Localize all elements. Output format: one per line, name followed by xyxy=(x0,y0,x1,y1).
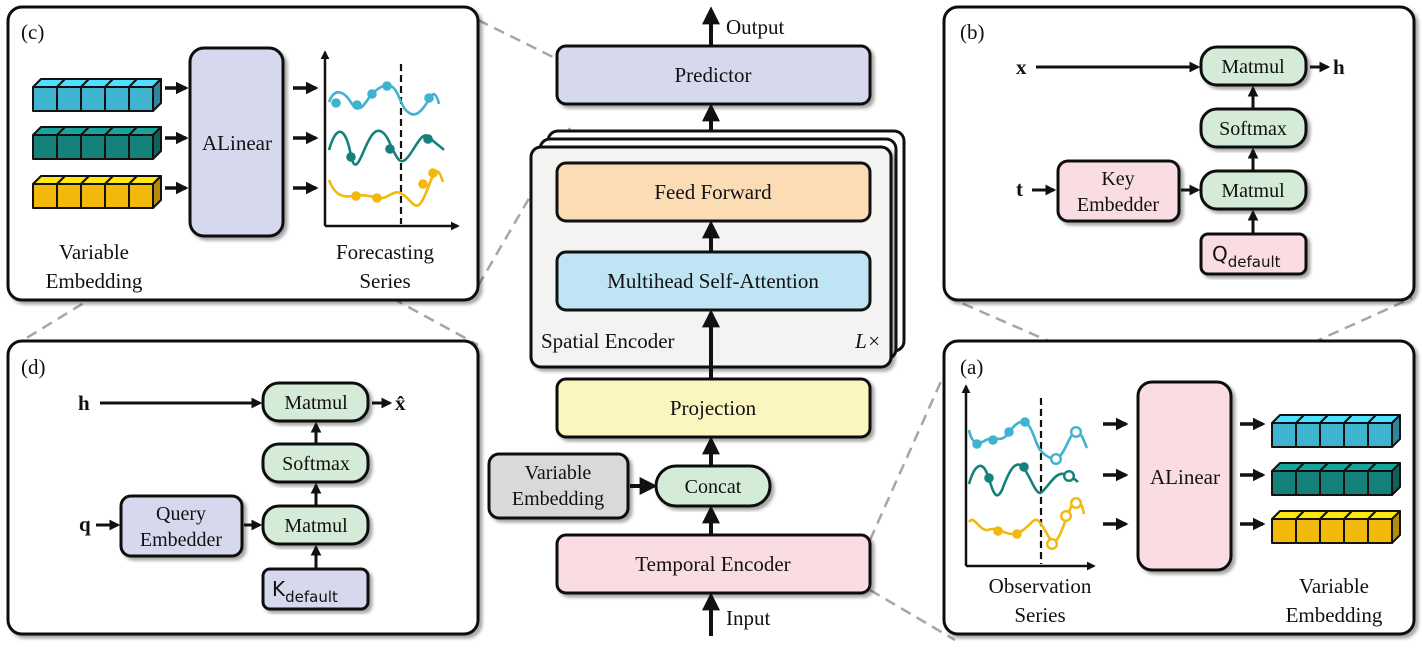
panel-b-matmul-top xyxy=(1199,45,1308,87)
k-default-label: Kdefault xyxy=(272,577,338,606)
variable-embedding-label-2: Embedding xyxy=(512,488,604,510)
alinear-a-box xyxy=(1136,380,1233,572)
panel-c: (c) ALinear Variable Embedding Forecasti… xyxy=(6,5,480,302)
panel-b-frame xyxy=(942,5,1416,302)
panel-b-label: (b) xyxy=(960,20,985,44)
panel-b-matmul-bottom-label: Matmul xyxy=(1221,180,1285,202)
k-default-subscript: default xyxy=(285,588,338,606)
attention-label: Multihead Self-Attention xyxy=(607,269,819,293)
feed-forward-label: Feed Forward xyxy=(654,180,772,204)
key-embedder-label-2: Embedder xyxy=(1077,194,1160,216)
panel-b-x-label: x xyxy=(1016,55,1027,79)
panel-a-label: (a) xyxy=(960,355,983,379)
query-embedder-label-1: Query xyxy=(156,503,206,525)
alinear-a-label: ALinear xyxy=(1150,465,1220,489)
k-default-box xyxy=(261,567,370,611)
panel-a-observation-label-1: Observation xyxy=(989,574,1092,598)
alinear-c-box xyxy=(188,46,285,238)
panel-d-matmul-bottom-label: Matmul xyxy=(284,515,348,537)
layers-label: L× xyxy=(854,329,881,353)
predictor-label: Predictor xyxy=(675,63,752,87)
panel-a-observation-label-2: Series xyxy=(1014,603,1065,627)
panel-b-softmax xyxy=(1199,107,1308,149)
panel-d: (d) h Matmul x̂ Softmax Matmul q Query E… xyxy=(6,339,480,636)
variable-embedding-label-1: Variable xyxy=(525,462,592,484)
panel-a-embedding-label-2: Embedding xyxy=(1286,603,1383,627)
panel-b: (b) x Matmul h Softmax Matmul t Key Embe… xyxy=(942,5,1416,302)
panel-c-forecast-label-2: Series xyxy=(359,269,410,293)
output-embedding-gold xyxy=(1271,510,1401,544)
concat-label: Concat xyxy=(685,476,742,498)
panel-b-matmul-bottom xyxy=(1199,169,1308,211)
q-default-label: Qdefault xyxy=(1212,242,1281,271)
spatial-encoder-label: Spatial Encoder xyxy=(541,329,675,353)
panel-d-xhat-label: x̂ xyxy=(395,391,406,415)
panel-b-softmax-label: Softmax xyxy=(1219,118,1287,140)
panel-b-t-label: t xyxy=(1016,177,1023,201)
panel-a: (a) ALinear Observation Series Variable … xyxy=(942,339,1416,636)
alinear-c-label: ALinear xyxy=(202,131,272,155)
panel-d-q-label: q xyxy=(79,512,91,536)
panel-c-label: (c) xyxy=(21,20,44,44)
query-embedder-box xyxy=(119,494,244,558)
panel-b-matmul-top-label: Matmul xyxy=(1221,56,1285,78)
embedding-stack-teal xyxy=(32,126,162,160)
output-embedding-teal xyxy=(1271,462,1401,496)
query-embedder-label-2: Embedder xyxy=(140,529,223,551)
embedding-stack-cyan xyxy=(32,78,162,112)
panel-d-matmul-bottom xyxy=(261,504,370,546)
output-label: Output xyxy=(726,15,785,39)
panel-d-matmul-top-label: Matmul xyxy=(284,392,348,414)
panel-d-softmax xyxy=(261,442,370,484)
key-embedder-label-1: Key xyxy=(1101,168,1134,190)
projection-label: Projection xyxy=(670,396,757,420)
panel-d-h-label: h xyxy=(78,391,90,415)
q-default-box xyxy=(1199,232,1308,276)
output-embedding-cyan xyxy=(1271,414,1401,448)
key-embedder-box xyxy=(1056,159,1181,223)
panel-d-label: (d) xyxy=(21,355,46,379)
embedding-stack-gold xyxy=(32,175,162,209)
panel-d-softmax-label: Softmax xyxy=(282,453,350,475)
panel-b-h-label: h xyxy=(1333,55,1345,79)
panel-c-embedding-label-2: Embedding xyxy=(46,269,143,293)
variable-embedding-box xyxy=(487,452,630,520)
panel-d-matmul-top xyxy=(261,381,370,423)
panel-a-embedding-label-1: Variable xyxy=(1299,574,1369,598)
panel-d-frame xyxy=(6,339,480,636)
input-label: Input xyxy=(726,606,770,630)
temporal-encoder-label: Temporal Encoder xyxy=(635,552,790,576)
panel-c-forecast-label-1: Forecasting xyxy=(336,240,434,264)
panel-c-embedding-label-1: Variable xyxy=(59,240,129,264)
main-pipeline: Output Predictor Feed Forward Multihead … xyxy=(487,6,906,636)
q-default-subscript: default xyxy=(1228,253,1281,271)
